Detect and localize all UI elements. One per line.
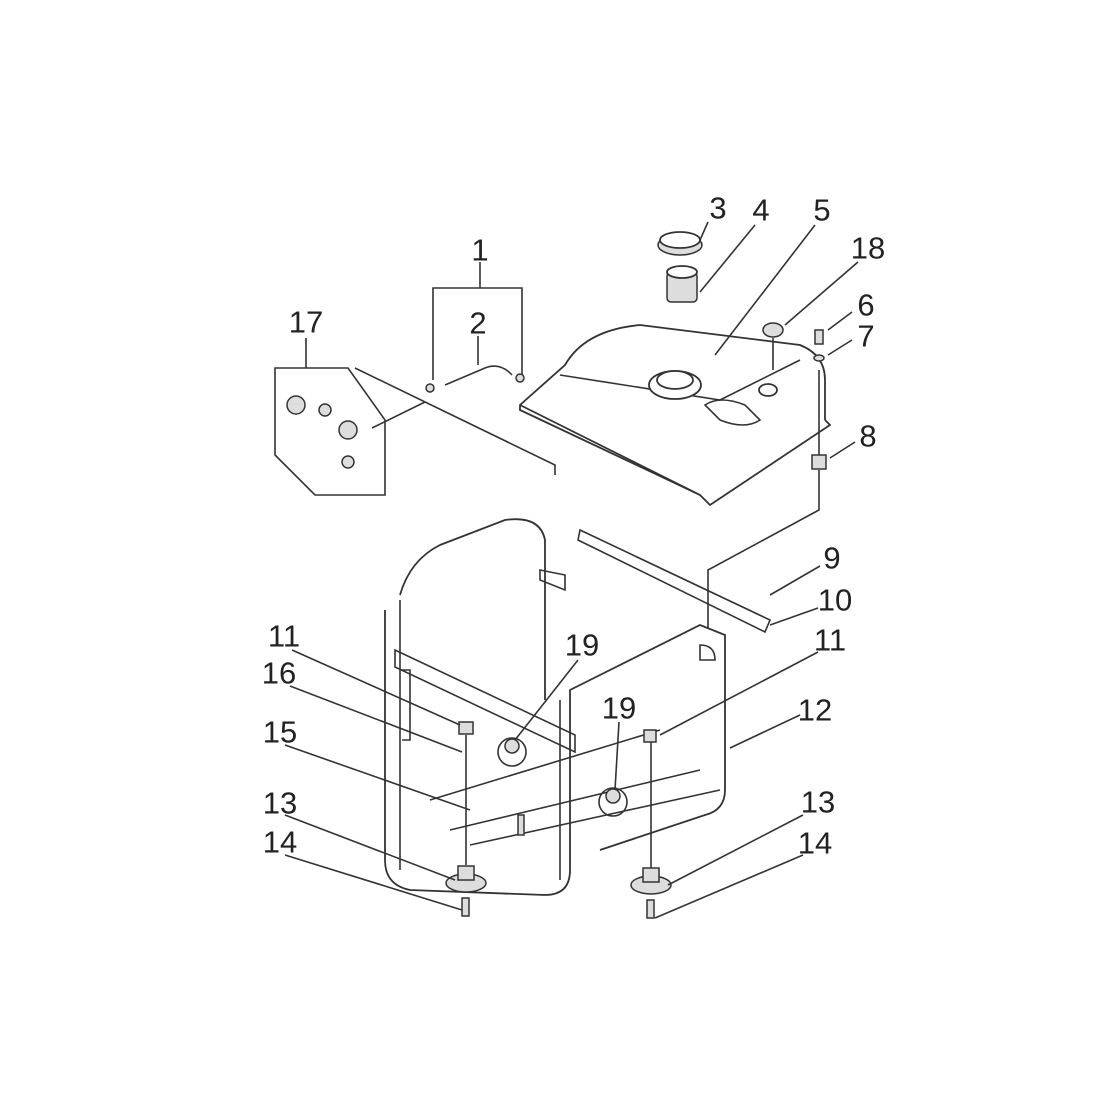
callout-4: 4: [752, 192, 770, 228]
callout-12: 12: [797, 692, 833, 728]
callout-19-mid: 19: [601, 690, 637, 726]
callout-13-right: 13: [800, 784, 836, 820]
callout-13-left: 13: [262, 785, 298, 821]
callout-6: 6: [857, 287, 875, 323]
rubber-mount-right: [630, 867, 672, 919]
callout-3: 3: [709, 190, 727, 226]
callout-11-left: 11: [267, 618, 301, 654]
callout-7: 7: [857, 318, 875, 354]
fuel-valve-assembly: [274, 367, 556, 496]
rubber-mount-left: [445, 865, 487, 917]
fuel-tank: [519, 324, 832, 507]
callout-15: 15: [262, 714, 298, 750]
fuel-hose: [444, 365, 513, 386]
callout-9: 9: [823, 540, 841, 576]
callout-5: 5: [813, 192, 831, 228]
callout-2: 2: [469, 305, 487, 341]
callout-11-right: 11: [813, 622, 847, 658]
callout-14-right: 14: [797, 825, 833, 861]
callout-10: 10: [817, 582, 853, 618]
callout-14-left: 14: [262, 824, 298, 860]
fuel-cap: [657, 231, 703, 256]
fuel-strainer: [666, 265, 698, 303]
callout-18: 18: [850, 230, 886, 266]
callout-16: 16: [261, 655, 297, 691]
callout-1: 1: [471, 232, 489, 268]
callout-17: 17: [288, 304, 324, 340]
callout-8: 8: [859, 418, 877, 454]
frame: [384, 518, 772, 896]
callout-19-top: 19: [564, 627, 600, 663]
leader-lines: [284, 221, 859, 919]
